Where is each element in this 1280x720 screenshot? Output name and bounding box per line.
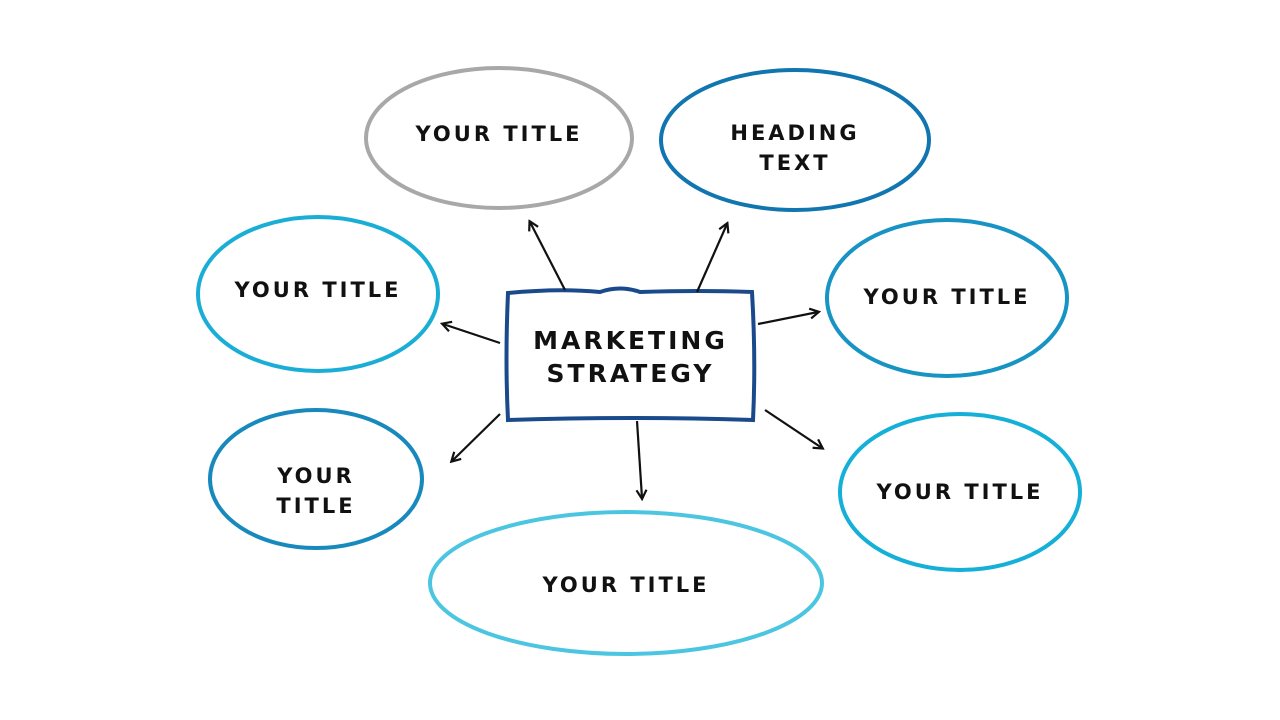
arrow-to-node-6: [637, 420, 642, 498]
node-outline-6: [428, 510, 824, 656]
node-outline-3: [825, 218, 1069, 378]
arrow-to-node-0: [530, 222, 566, 291]
arrow-to-node-5: [764, 409, 822, 448]
node-outline-5: [838, 412, 1082, 572]
node-label-5: YOUR TITLE: [876, 480, 1044, 504]
center-box-outline: [504, 286, 757, 423]
arrow-to-node-1: [695, 224, 727, 293]
node-label-6: YOUR TITLE: [542, 573, 710, 597]
arrow-to-node-4: [452, 413, 501, 461]
arrow-to-node-3: [757, 312, 818, 326]
node-label-1: HEADING TEXT: [730, 121, 860, 175]
node-outline-0: [364, 66, 634, 210]
center-label: MARKETING STRATEGY: [533, 326, 728, 388]
node-outline-4: [208, 408, 424, 550]
node-outline-2: [196, 215, 440, 373]
node-label-0: YOUR TITLE: [415, 122, 583, 146]
node-label-4: YOUR TITLE: [276, 464, 356, 518]
node-label-2: YOUR TITLE: [234, 278, 402, 302]
arrow-to-node-2: [443, 324, 501, 345]
node-outline-1: [659, 68, 931, 212]
node-label-3: YOUR TITLE: [863, 285, 1031, 309]
